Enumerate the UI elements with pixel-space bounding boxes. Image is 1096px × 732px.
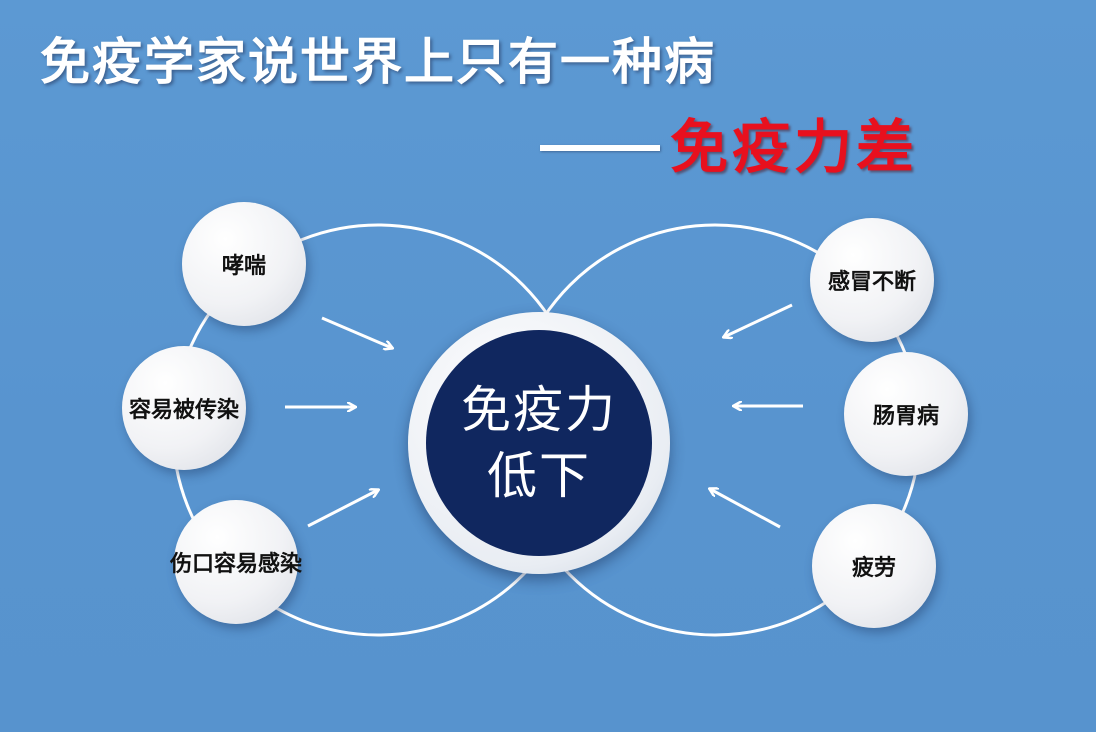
center-circle: 免疫力 低下 [408,312,670,574]
node-label: 感冒不断 [827,270,916,295]
main-title: 免疫学家说世界上只有一种病 [40,33,716,91]
node-label: 肠胃病 [872,404,939,429]
node-fatigue: 疲劳 [812,504,936,628]
em-dash [540,145,660,151]
arrow-icon [724,303,793,337]
subtitle: 免疫力差 [670,113,919,181]
center-line-1: 免疫力 [461,381,617,439]
arrow-icon [307,490,378,528]
node-frequent-colds: 感冒不断 [810,218,934,342]
node-label: 疲劳 [851,556,896,581]
node-wound-infection: 伤口容易感染 [170,500,302,624]
node-asthma: 哮喘 [182,202,306,326]
node-easily-infected: 容易被传染 [122,346,246,470]
node-label: 哮喘 [221,254,266,279]
arrow-icon [321,316,392,348]
node-label: 伤口容易感染 [170,552,303,577]
subtitle-row: 免疫力差 [540,100,918,184]
node-label: 容易被传染 [128,398,239,423]
center-line-2: 低下 [487,447,591,505]
arrow-icon [710,489,781,529]
center-label: 免疫力 低下 [426,330,652,556]
node-gastro-disease: 肠胃病 [844,352,968,476]
